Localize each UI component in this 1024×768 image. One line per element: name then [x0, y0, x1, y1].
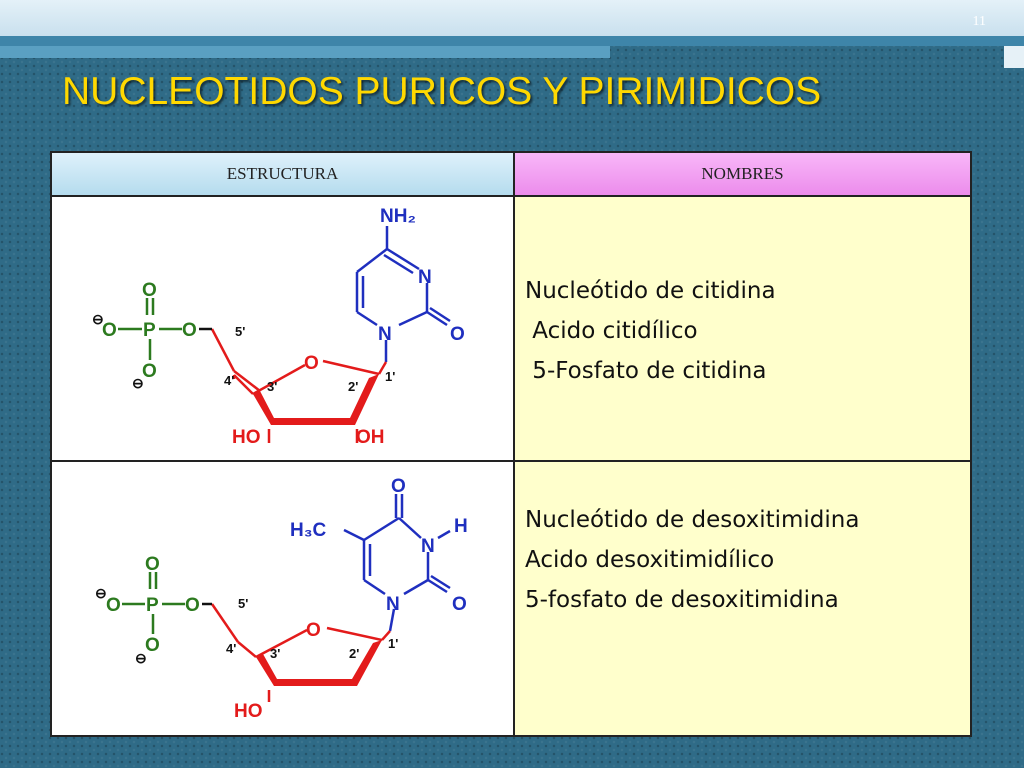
name-line: Nucleótido de desoxitimidina	[525, 507, 860, 533]
table-row: O H₃C N H N O O 5' 4' 3' 2	[50, 460, 972, 737]
negative-charge-left: ⊖	[95, 585, 107, 601]
header-names: NOMBRES	[513, 151, 972, 197]
slide-title: NUCLEOTIDOS PURICOS Y PIRIMIDICOS	[62, 70, 822, 113]
table-row: NH₂ N N O O 5' 4' 3'	[50, 195, 972, 462]
o4-label: O	[391, 476, 406, 497]
ring-oxygen-label: O	[306, 620, 321, 641]
thymidine-monophosphate-structure: O H₃C N H N O O 5' 4' 3' 2	[95, 476, 468, 722]
header-bar	[0, 36, 1024, 46]
cytidine-names-cell: Nucleótido de citidina Acido citidílico …	[513, 195, 972, 462]
name-line: Nucleótido de citidina	[525, 278, 776, 304]
c4-label: 4'	[226, 641, 236, 656]
c1-label: 1'	[385, 369, 395, 384]
c4-label: 4'	[224, 373, 234, 388]
name-line: Acido desoxitimidílico	[525, 547, 775, 573]
c5-label: 5'	[238, 596, 248, 611]
phosphorus-label: P	[143, 320, 156, 341]
name-line: 5-fosfato de desoxitimidina	[525, 587, 839, 613]
h-label: H	[454, 516, 468, 537]
name-line: 5-Fosfato de citidina	[525, 358, 767, 384]
header-accent-block	[1004, 46, 1024, 68]
n3-label: N	[421, 536, 435, 557]
phosphate-oxygen-bridge: O	[185, 595, 200, 616]
phosphate-oxygen-top: O	[142, 280, 157, 301]
phosphate-oxygen-bridge: O	[182, 320, 197, 341]
header-band	[0, 0, 1024, 36]
phosphate-oxygen-left: O	[102, 320, 117, 341]
ho-3-label: HO	[234, 701, 263, 722]
c2-label: 2'	[349, 646, 359, 661]
thymidine-structure-cell: O H₃C N H N O O 5' 4' 3' 2	[50, 460, 515, 737]
phosphorus-label: P	[146, 595, 159, 616]
nucleotide-table: ESTRUCTURA NOMBRES N	[50, 151, 972, 737]
c5-label: 5'	[235, 324, 245, 339]
n3-label: N	[418, 267, 432, 288]
negative-charge-left: ⊖	[92, 311, 104, 327]
ring-oxygen-label: O	[304, 353, 319, 374]
o2-label: O	[452, 594, 467, 615]
phosphate-oxygen-bottom: O	[142, 361, 157, 382]
oh-2-label: OH	[356, 427, 385, 448]
n1-label: N	[386, 594, 400, 615]
phosphate-oxygen-bottom: O	[145, 635, 160, 656]
slide-number: 11	[972, 14, 986, 29]
thymidine-names-cell: Nucleótido de desoxitimidina Acido desox…	[513, 460, 972, 737]
name-line: Acido citidílico	[525, 318, 698, 344]
c3-label: 3'	[270, 646, 280, 661]
cytidine-monophosphate-structure: NH₂ N N O O 5' 4' 3'	[92, 206, 465, 448]
phosphate-oxygen-top: O	[145, 554, 160, 575]
h3c-label: H₃C	[290, 520, 327, 541]
negative-charge-bottom: ⊖	[132, 375, 144, 391]
c3-label: 3'	[267, 379, 277, 394]
header-accent-bar	[0, 46, 610, 58]
n1-label: N	[378, 324, 392, 345]
header-structure: ESTRUCTURA	[50, 151, 515, 197]
c2-label: 2'	[348, 379, 358, 394]
ho-3-label: HO	[232, 427, 261, 448]
c1-label: 1'	[388, 636, 398, 651]
phosphate-oxygen-left: O	[106, 595, 121, 616]
cytidine-structure-cell: NH₂ N N O O 5' 4' 3'	[50, 195, 515, 462]
nh2-label: NH₂	[380, 206, 416, 227]
negative-charge-bottom: ⊖	[135, 650, 147, 666]
o2-label: O	[450, 324, 465, 345]
